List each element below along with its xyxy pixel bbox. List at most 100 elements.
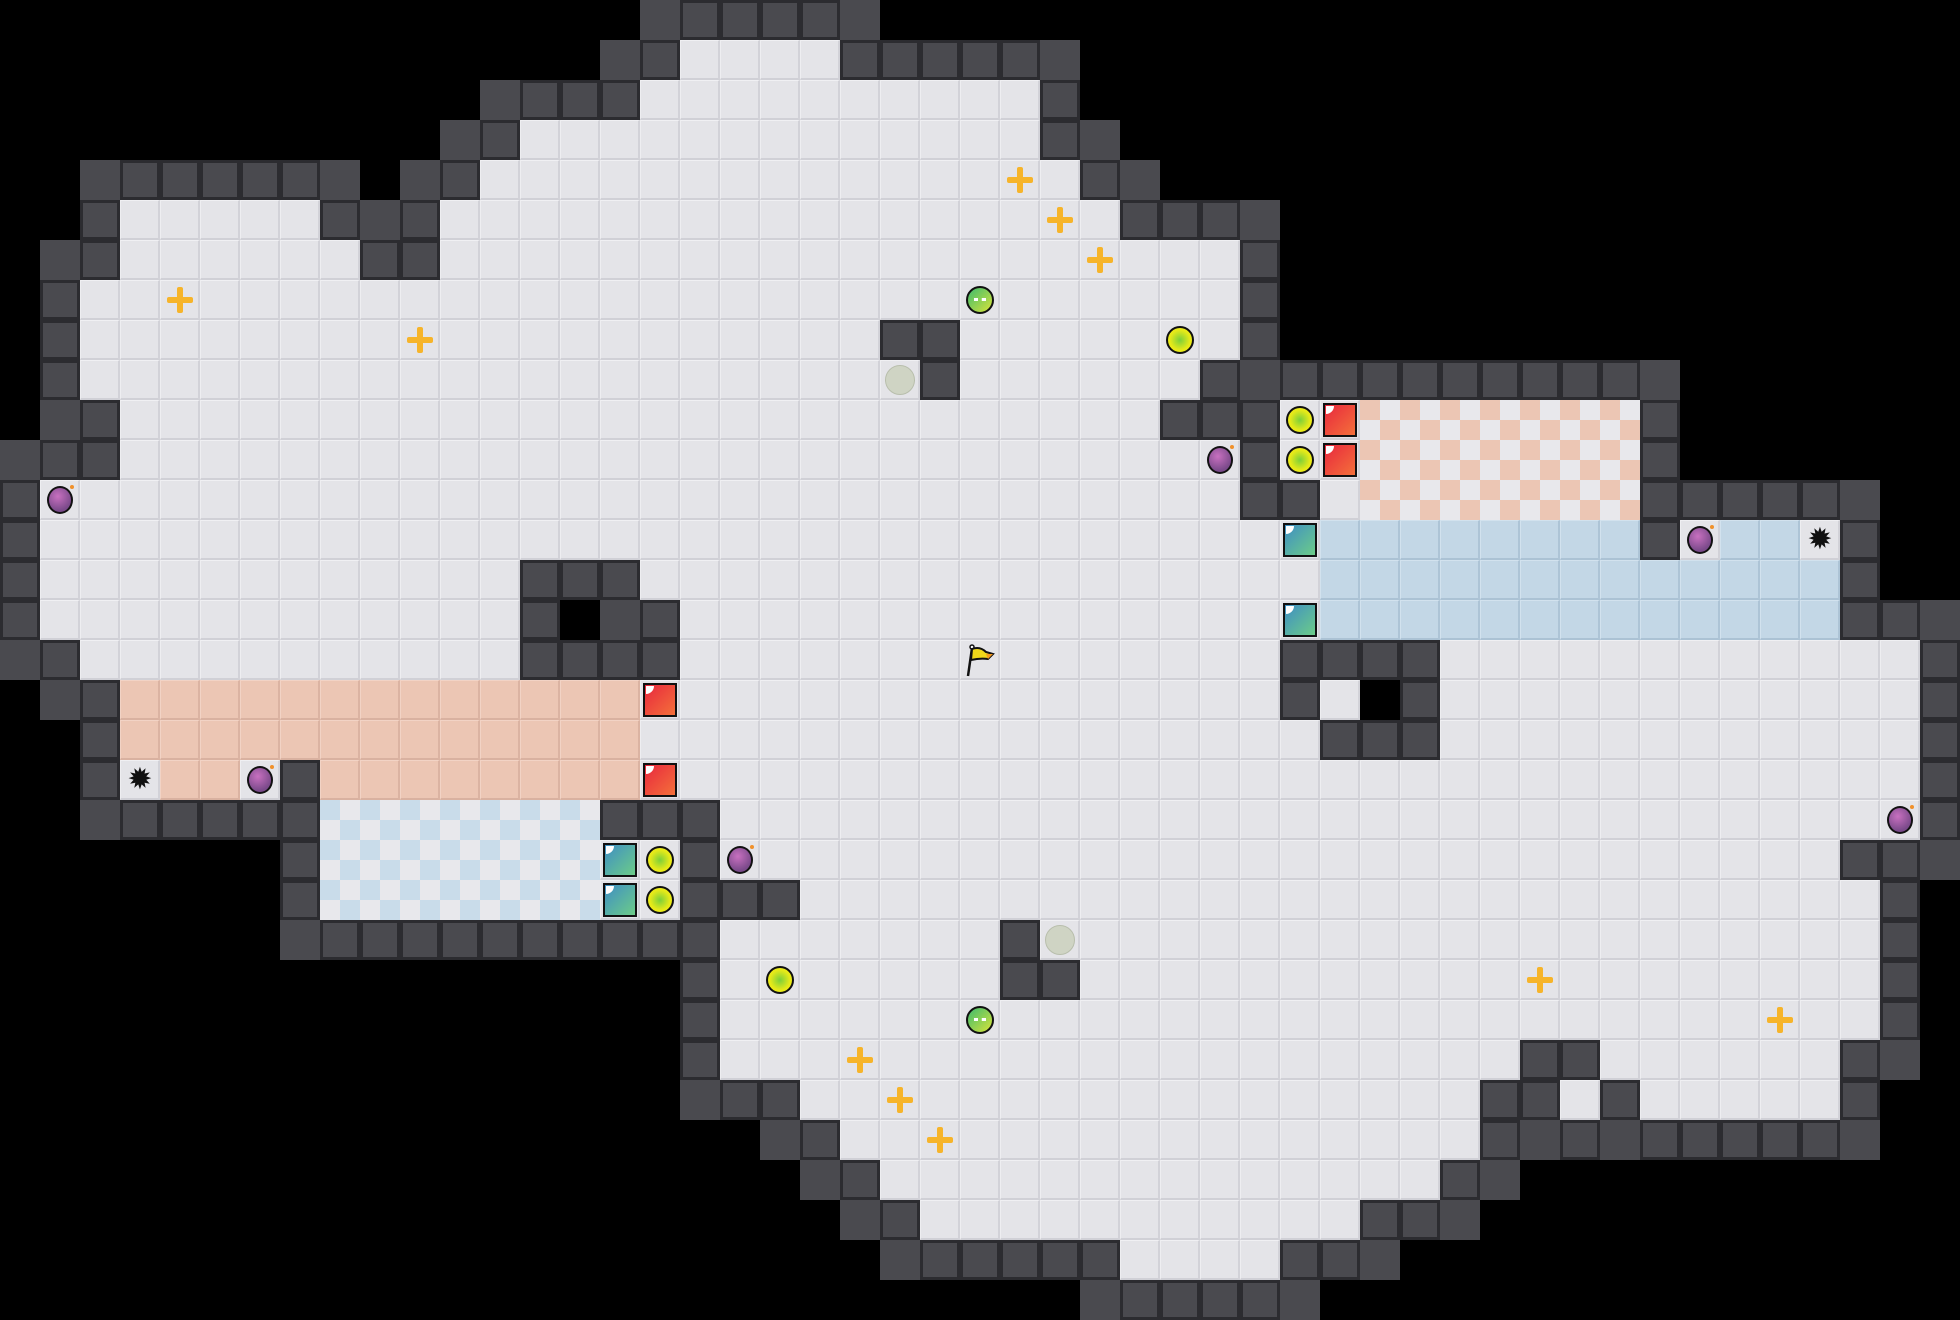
floor-tile[interactable] (360, 480, 400, 520)
floor-tile[interactable] (1080, 360, 1120, 400)
floor-tile[interactable] (720, 640, 760, 680)
floor-tile[interactable] (320, 240, 360, 280)
floor-tile[interactable] (760, 920, 800, 960)
floor-tile[interactable] (1360, 1120, 1400, 1160)
floor-tile[interactable] (720, 960, 760, 1000)
floor-tile[interactable] (1360, 440, 1400, 480)
floor-tile[interactable] (400, 440, 440, 480)
floor-tile[interactable] (1440, 600, 1480, 640)
floor-tile[interactable] (800, 800, 840, 840)
floor-tile[interactable] (920, 1000, 960, 1040)
floor-tile[interactable] (800, 280, 840, 320)
floor-tile[interactable] (1760, 1000, 1800, 1040)
floor-tile[interactable] (1080, 520, 1120, 560)
floor-tile[interactable] (320, 480, 360, 520)
floor-tile[interactable] (1160, 880, 1200, 920)
floor-tile[interactable] (1720, 800, 1760, 840)
floor-tile[interactable] (1000, 200, 1040, 240)
floor-tile[interactable] (920, 1040, 960, 1080)
floor-tile[interactable] (1760, 800, 1800, 840)
floor-tile[interactable] (1040, 160, 1080, 200)
floor-tile[interactable] (920, 160, 960, 200)
floor-tile[interactable] (680, 440, 720, 480)
floor-tile[interactable] (1160, 560, 1200, 600)
floor-tile[interactable] (920, 120, 960, 160)
floor-tile[interactable] (1200, 1080, 1240, 1120)
floor-tile[interactable] (520, 240, 560, 280)
floor-tile[interactable] (920, 480, 960, 520)
floor-tile[interactable] (680, 160, 720, 200)
floor-tile[interactable] (520, 800, 560, 840)
floor-tile[interactable] (840, 1000, 880, 1040)
floor-tile[interactable] (1640, 920, 1680, 960)
floor-tile[interactable] (1000, 1080, 1040, 1120)
plus-entity[interactable] (160, 280, 200, 320)
floor-tile[interactable] (1520, 440, 1560, 480)
floor-tile[interactable] (200, 560, 240, 600)
floor-tile[interactable] (40, 560, 80, 600)
floor-tile[interactable] (1120, 1200, 1160, 1240)
floor-tile[interactable] (400, 600, 440, 640)
floor-tile[interactable] (560, 440, 600, 480)
bomb-entity[interactable] (1880, 800, 1920, 840)
floor-tile[interactable] (480, 400, 520, 440)
floor-tile[interactable] (80, 520, 120, 560)
floor-tile[interactable] (920, 520, 960, 560)
floor-tile[interactable] (1760, 560, 1800, 600)
floor-tile[interactable] (1440, 640, 1480, 680)
bomb-entity[interactable] (40, 480, 80, 520)
floor-tile[interactable] (1240, 520, 1280, 560)
floor-tile[interactable] (880, 280, 920, 320)
floor-tile[interactable] (1720, 720, 1760, 760)
floor-tile[interactable] (1160, 1240, 1200, 1280)
floor-tile[interactable] (1400, 800, 1440, 840)
floor-tile[interactable] (920, 920, 960, 960)
floor-tile[interactable] (960, 640, 1000, 680)
floor-tile[interactable] (440, 800, 480, 840)
floor-tile[interactable] (1600, 400, 1640, 440)
floor-tile[interactable] (1720, 600, 1760, 640)
floor-tile[interactable] (240, 440, 280, 480)
floor-tile[interactable] (1760, 880, 1800, 920)
red-entity[interactable] (1320, 400, 1360, 440)
floor-tile[interactable] (1360, 400, 1400, 440)
floor-tile[interactable] (1480, 600, 1520, 640)
floor-tile[interactable] (880, 840, 920, 880)
floor-tile[interactable] (920, 680, 960, 720)
floor-tile[interactable] (1520, 720, 1560, 760)
floor-tile[interactable] (760, 680, 800, 720)
floor-tile[interactable] (640, 520, 680, 560)
floor-tile[interactable] (1480, 640, 1520, 680)
floor-tile[interactable] (520, 160, 560, 200)
floor-tile[interactable] (1600, 760, 1640, 800)
floor-tile[interactable] (240, 360, 280, 400)
floor-tile[interactable] (1520, 920, 1560, 960)
floor-tile[interactable] (800, 240, 840, 280)
floor-tile[interactable] (1200, 480, 1240, 520)
floor-tile[interactable] (480, 840, 520, 880)
floor-tile[interactable] (680, 120, 720, 160)
floor-tile[interactable] (320, 760, 360, 800)
floor-tile[interactable] (1760, 640, 1800, 680)
floor-tile[interactable] (1000, 760, 1040, 800)
floor-tile[interactable] (600, 240, 640, 280)
floor-tile[interactable] (440, 840, 480, 880)
floor-tile[interactable] (600, 680, 640, 720)
floor-tile[interactable] (1040, 1120, 1080, 1160)
floor-tile[interactable] (840, 480, 880, 520)
floor-tile[interactable] (960, 360, 1000, 400)
gear-entity[interactable]: ✹ (120, 760, 160, 800)
floor-tile[interactable] (120, 320, 160, 360)
floor-tile[interactable] (480, 560, 520, 600)
floor-tile[interactable] (120, 360, 160, 400)
floor-tile[interactable] (1120, 440, 1160, 480)
floor-tile[interactable] (480, 520, 520, 560)
floor-tile[interactable] (1680, 880, 1720, 920)
floor-tile[interactable] (800, 1040, 840, 1080)
floor-tile[interactable] (1200, 760, 1240, 800)
floor-tile[interactable] (1240, 560, 1280, 600)
floor-tile[interactable] (1480, 880, 1520, 920)
floor-tile[interactable] (720, 360, 760, 400)
floor-tile[interactable] (1520, 640, 1560, 680)
floor-tile[interactable] (1440, 1040, 1480, 1080)
